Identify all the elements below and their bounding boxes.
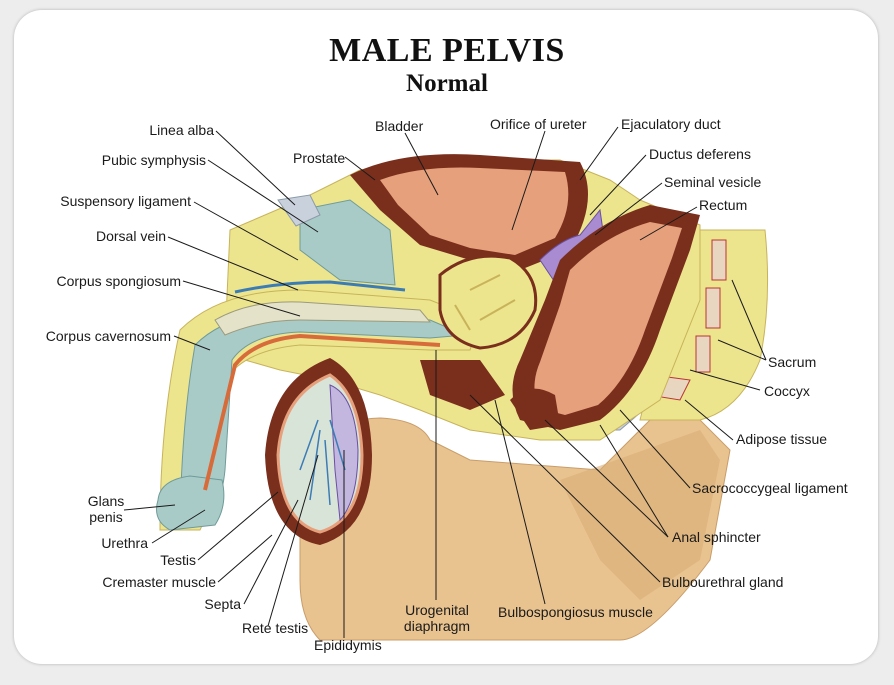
label-rete-testis: Rete testis bbox=[242, 620, 309, 636]
label-septa: Septa bbox=[204, 596, 241, 612]
label-rectum: Rectum bbox=[699, 197, 748, 213]
label-orifice-of-ureter: Orifice of ureter bbox=[490, 116, 587, 132]
label-ductus-deferens: Ductus deferens bbox=[649, 146, 751, 162]
sacrum-vertebra bbox=[711, 239, 727, 281]
label-urogenital-diaphragm: Urogenital diaphragm bbox=[403, 602, 471, 634]
sacrum-vertebra bbox=[695, 335, 711, 373]
label-dorsal-vein: Dorsal vein bbox=[95, 228, 166, 244]
diagram-subtitle: Normal bbox=[406, 70, 488, 97]
label-adipose-tissue: Adipose tissue bbox=[736, 431, 828, 447]
sacrum-section bbox=[639, 229, 769, 421]
label-sacrococcygeal-ligament: Sacrococcygeal ligament bbox=[692, 480, 848, 496]
label-coccyx: Coccyx bbox=[764, 383, 810, 399]
label-glans-penis: Glans penis bbox=[87, 493, 125, 525]
label-bulbourethral-gland: Bulbourethral gland bbox=[662, 574, 784, 590]
label-bladder: Bladder bbox=[375, 118, 424, 134]
label-corpus-spongiosum: Corpus spongiosum bbox=[56, 273, 181, 289]
label-ejaculatory-duct: Ejaculatory duct bbox=[621, 116, 721, 132]
label-urethra: Urethra bbox=[101, 535, 148, 551]
label-bulbospongiosus-muscle: Bulbospongiosus muscle bbox=[498, 604, 653, 620]
pubic-symphysis-shape bbox=[299, 199, 396, 286]
prostate-shape bbox=[438, 254, 538, 350]
bulbospongiosus-shape bbox=[420, 360, 505, 410]
label-prostate: Prostate bbox=[293, 150, 346, 166]
label-epididymis: Epididymis bbox=[314, 637, 382, 653]
linea-alba-shape bbox=[277, 194, 321, 227]
diagram-title: MALE PELVIS bbox=[329, 32, 565, 69]
dorsal-vein-shape bbox=[234, 280, 406, 294]
label-testis: Testis bbox=[160, 552, 196, 568]
sacrum-vertebra bbox=[705, 287, 721, 329]
label-pubic-symphysis: Pubic symphysis bbox=[101, 152, 206, 168]
anal-sphincter-shape bbox=[510, 388, 560, 430]
label-sacrum: Sacrum bbox=[768, 354, 817, 370]
rectum-inner bbox=[534, 222, 682, 415]
label-linea-alba: Linea alba bbox=[149, 122, 214, 138]
prostate-lobes bbox=[454, 274, 516, 331]
label-anal-sphincter: Anal sphincter bbox=[672, 529, 761, 545]
label-suspensory-ligament: Suspensory ligament bbox=[60, 193, 191, 209]
label-seminal-vesicle: Seminal vesicle bbox=[664, 174, 762, 190]
urethra-line bbox=[203, 333, 441, 491]
corpus-spongiosum-shape bbox=[214, 301, 432, 336]
label-cremaster-muscle: Cremaster muscle bbox=[102, 574, 216, 590]
bladder-inner bbox=[380, 167, 569, 255]
label-corpus-cavernosum: Corpus cavernosum bbox=[45, 328, 171, 344]
